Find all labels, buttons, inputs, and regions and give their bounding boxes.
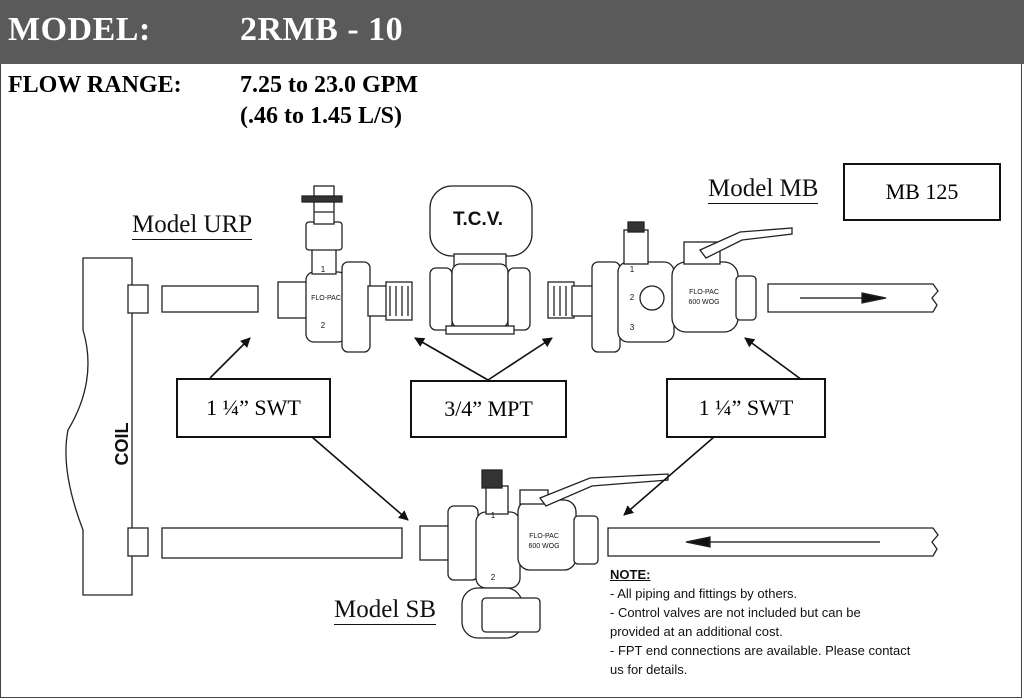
callout-mpt: 3/4” MPT [410,380,567,438]
arrow-mpt-left [414,337,489,381]
model-header: MODEL: 2RMB - 10 [0,0,1024,64]
note-line-5: us for details. [610,662,688,677]
arrow-swt-right-down [623,436,715,516]
model-value: 2RMB - 10 [240,11,404,48]
flow-range-label: FLOW RANGE: [8,72,182,98]
pipe-urp-inlet [161,285,259,313]
sb-valve [419,469,669,639]
note-line-3: provided at an additional cost. [610,624,783,639]
coil-shape [65,257,133,596]
mb-port-3: 3 [630,323,635,332]
arrow-swt-right-up [744,337,803,381]
mb-port-2: 2 [630,293,635,302]
urp-port-2: 2 [321,321,326,330]
mb-part-box: MB 125 [843,163,1001,221]
arrow-mpt-right [487,337,553,381]
mb-brand: FLO-PAC [689,289,719,296]
note-line-4: - FPT end connections are available. Ple… [610,643,911,658]
mb-rating: 600 WOG [688,299,719,306]
arrow-swt-left-up [209,337,251,379]
flow-range-ls: (.46 to 1.45 L/S) [240,103,402,129]
tcv-actuator [429,185,533,335]
urp-brand: FLO-PAC [311,295,341,302]
note-block: NOTE: - All piping and fittings by other… [610,565,950,679]
urp-port-1: 1 [321,265,326,274]
note-line-1: - All piping and fittings by others. [610,586,798,601]
sb-port-2: 2 [491,573,496,582]
sb-rating: 600 WOG [528,543,559,550]
tcv-label: T.C.V. [453,209,503,230]
mb-port-1: 1 [630,265,635,274]
pipe-sb-left [161,527,403,559]
coil-stub-bottom [127,527,149,557]
model-sb-label: Model SB [334,596,437,625]
urp-valve [277,185,413,353]
coil-stub-top [127,284,149,314]
flow-range-gpm: 7.25 to 23.0 GPM [240,72,418,98]
note-heading: NOTE: [610,567,651,582]
coil-label: COIL [112,422,132,465]
model-urp-label: Model URP [132,211,253,240]
model-label: MODEL: [8,11,151,48]
callout-swt-left: 1 ¼” SWT [176,378,331,438]
sb-brand: FLO-PAC [529,533,559,540]
sb-port-1: 1 [491,511,496,520]
callout-swt-right: 1 ¼” SWT [666,378,826,438]
model-mb-label: Model MB [708,175,819,204]
arrow-swt-left-down [311,436,409,521]
note-line-2: - Control valves are not included but ca… [610,605,861,620]
mb-valve [547,221,793,353]
